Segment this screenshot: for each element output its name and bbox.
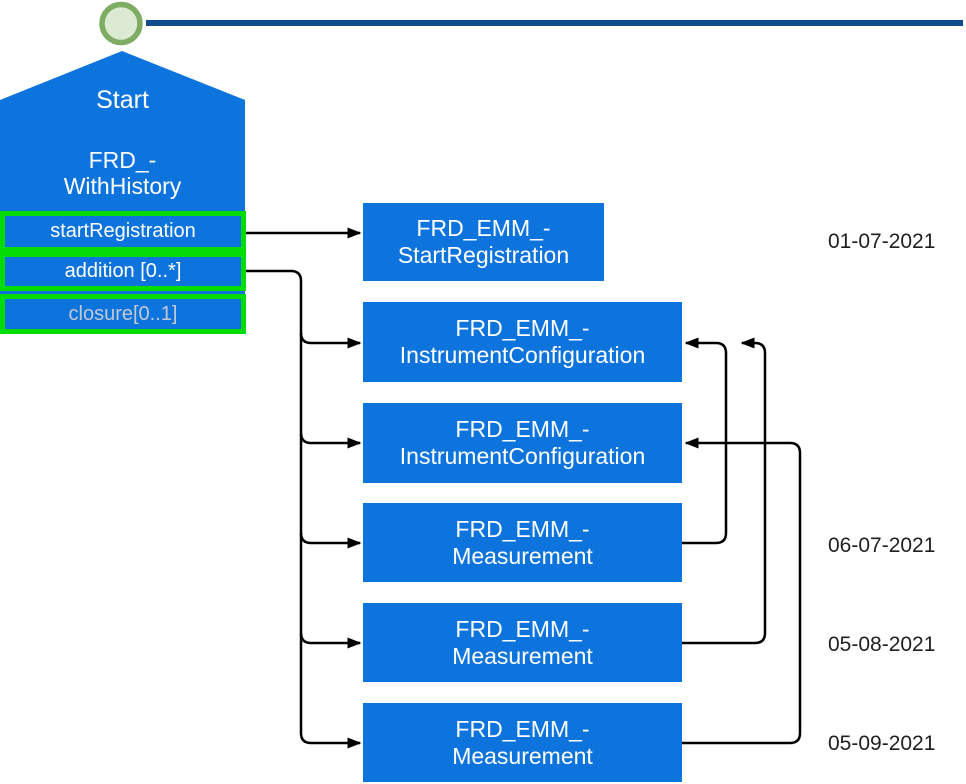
connector-addition-trunk bbox=[246, 269, 303, 733]
event-box-measurement-3: FRD_EMM_- Measurement bbox=[363, 703, 682, 782]
event-box-line1: FRD_EMM_- bbox=[455, 715, 590, 742]
event-box-line1: FRD_EMM_- bbox=[455, 615, 590, 642]
start-node-name-line1: FRD_- bbox=[88, 147, 157, 173]
event-box-instrumentconfiguration-1: FRD_EMM_- InstrumentConfiguration bbox=[363, 302, 682, 382]
connector-addition-branch-4 bbox=[299, 632, 362, 649]
start-node-name: FRD_- WithHistory bbox=[0, 147, 245, 199]
start-node-name-line2: WithHistory bbox=[63, 173, 182, 199]
event-box-line1: FRD_EMM_- bbox=[455, 315, 590, 341]
event-box-line1: FRD_EMM_- bbox=[455, 515, 590, 542]
connector-addition-branch-1 bbox=[299, 332, 362, 349]
connector-measurement2-to-config1 bbox=[682, 337, 767, 645]
connector-measurement3-to-config2 bbox=[682, 437, 802, 745]
connector-addition-branch-3 bbox=[299, 532, 362, 549]
event-box-line1: FRD_EMM_- bbox=[416, 215, 551, 241]
event-box-startregistration: FRD_EMM_- StartRegistration bbox=[363, 203, 604, 281]
event-box-measurement-2: FRD_EMM_- Measurement bbox=[363, 603, 682, 682]
event-box-measurement-1: FRD_EMM_- Measurement bbox=[363, 503, 682, 582]
connector-addition-branch-5 bbox=[299, 732, 362, 749]
event-box-line2: StartRegistration bbox=[397, 242, 570, 268]
operation-label-startregistration: startRegistration bbox=[5, 216, 241, 247]
operation-label-addition: addition [0..*] bbox=[5, 257, 241, 286]
event-box-instrumentconfiguration-2: FRD_EMM_- InstrumentConfiguration bbox=[363, 403, 682, 483]
operation-row-closure: closure[0..1] bbox=[0, 294, 246, 334]
event-box-line2: InstrumentConfiguration bbox=[399, 443, 646, 469]
date-label-1: 01-07-2021 bbox=[828, 230, 936, 253]
start-node-title: Start bbox=[96, 86, 149, 114]
event-box-line2: InstrumentConfiguration bbox=[399, 342, 646, 368]
operation-row-addition: addition [0..*] bbox=[0, 252, 246, 291]
connector-addition-branch-2 bbox=[299, 432, 362, 449]
event-box-line1: FRD_EMM_- bbox=[455, 416, 590, 442]
event-box-line2: Measurement bbox=[452, 642, 593, 669]
date-label-3: 05-08-2021 bbox=[828, 633, 936, 656]
operation-row-startregistration: startRegistration bbox=[0, 211, 246, 252]
event-box-line2: Measurement bbox=[452, 742, 593, 769]
event-box-line2: Measurement bbox=[452, 542, 593, 569]
operation-label-closure: closure[0..1] bbox=[5, 299, 241, 329]
date-label-4: 05-09-2021 bbox=[828, 732, 936, 755]
date-label-2: 06-07-2021 bbox=[828, 534, 936, 557]
timeline-start-circle-icon bbox=[99, 1, 143, 46]
